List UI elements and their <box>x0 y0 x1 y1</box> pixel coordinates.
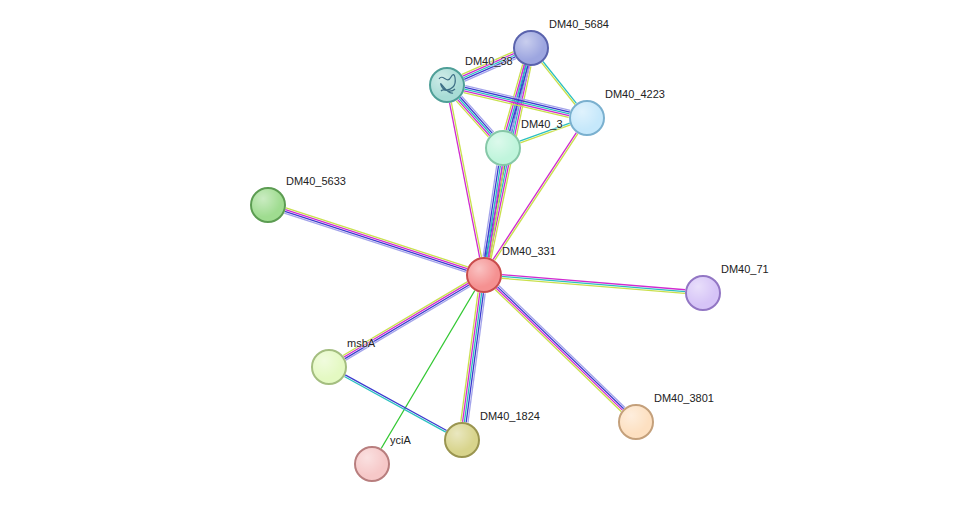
node-label: DM40_1824 <box>480 410 540 423</box>
evidence-line <box>345 285 469 359</box>
protein-node: DM40_38 <box>429 67 465 103</box>
evidence-line <box>487 166 501 257</box>
protein-node: DM40_3 <box>485 130 521 166</box>
interaction-edge <box>450 102 482 257</box>
evidence-line <box>285 210 467 269</box>
protein-node: msbA <box>311 349 347 385</box>
interaction-edge <box>495 286 625 412</box>
node-highlight <box>431 69 463 101</box>
evidence-line <box>461 292 478 421</box>
evidence-line <box>458 100 490 136</box>
node-highlight <box>446 424 478 456</box>
protein-node: DM40_331 <box>466 257 502 293</box>
node-highlight <box>571 102 603 134</box>
interaction-edge <box>344 375 446 432</box>
node-highlight <box>468 259 500 291</box>
node-label: DM40_331 <box>502 245 556 258</box>
evidence-line <box>496 288 622 410</box>
evidence-line <box>345 375 446 431</box>
node-highlight <box>487 132 519 164</box>
interaction-edge <box>464 86 571 118</box>
node-label: DM40_5684 <box>549 18 609 31</box>
node-label: yciA <box>390 434 411 447</box>
evidence-line <box>483 165 497 256</box>
node-label: DM40_3 <box>521 118 563 131</box>
evidence-line <box>499 286 625 408</box>
evidence-line <box>495 289 621 411</box>
evidence-line <box>488 166 502 257</box>
evidence-line <box>502 276 685 291</box>
protein-node: DM40_1824 <box>444 422 480 458</box>
node-highlight <box>515 32 547 64</box>
evidence-line <box>344 283 468 357</box>
evidence-line <box>451 102 481 257</box>
evidence-line <box>462 96 494 132</box>
evidence-line <box>463 54 514 76</box>
evidence-line <box>502 275 685 290</box>
protein-node: DM40_71 <box>685 275 721 311</box>
evidence-line <box>460 97 492 133</box>
evidence-line <box>343 282 467 356</box>
protein-node: DM40_4223 <box>569 100 605 136</box>
evidence-line <box>464 91 569 116</box>
evidence-line <box>543 61 577 103</box>
node-highlight <box>687 277 719 309</box>
evidence-line <box>346 287 470 361</box>
node-label: DM40_38 <box>465 55 513 68</box>
evidence-line <box>463 55 514 77</box>
node-label: DM40_5633 <box>286 175 346 188</box>
evidence-line <box>286 208 468 267</box>
interaction-edge <box>284 208 467 272</box>
evidence-line <box>465 86 570 111</box>
protein-node: DM40_3801 <box>618 404 654 440</box>
evidence-line <box>450 103 480 258</box>
evidence-line <box>465 89 570 114</box>
node-highlight <box>252 189 284 221</box>
evidence-line <box>464 93 569 118</box>
evidence-line <box>285 211 467 270</box>
node-label: DM40_3801 <box>654 392 714 405</box>
interaction-edge <box>542 61 577 104</box>
evidence-line <box>463 293 480 422</box>
node-label: DM40_71 <box>721 263 769 276</box>
node-label: msbA <box>347 337 375 350</box>
interaction-edge <box>456 96 493 137</box>
evidence-line <box>284 213 466 272</box>
protein-structure <box>431 69 463 101</box>
evidence-line <box>459 98 491 134</box>
protein-node: DM40_5684 <box>513 30 549 66</box>
evidence-line <box>485 166 499 257</box>
evidence-line <box>344 376 445 432</box>
evidence-line <box>456 101 488 137</box>
evidence-line <box>498 287 624 409</box>
node-highlight <box>313 351 345 383</box>
evidence-line <box>490 166 504 257</box>
interaction-edge <box>502 275 685 294</box>
evidence-line <box>465 87 570 112</box>
node-highlight <box>620 406 652 438</box>
protein-node: yciA <box>354 446 390 482</box>
interaction-edge <box>462 52 516 81</box>
evidence-line <box>542 63 576 105</box>
evidence-line <box>464 293 481 422</box>
interaction-edge <box>343 282 470 360</box>
evidence-line <box>462 52 513 74</box>
interaction-edge <box>483 165 504 257</box>
node-label: DM40_4223 <box>605 88 665 101</box>
evidence-line <box>502 278 685 293</box>
node-highlight <box>356 448 388 480</box>
protein-node: DM40_5633 <box>250 187 286 223</box>
interaction-edge <box>461 292 485 422</box>
